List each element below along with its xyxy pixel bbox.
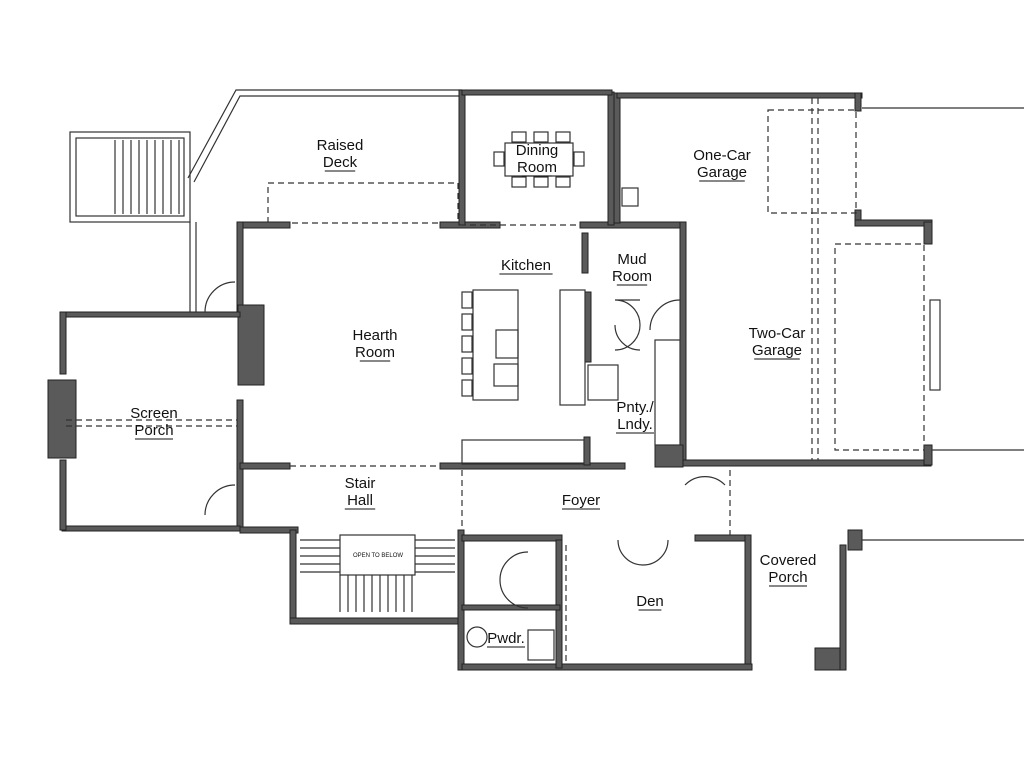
room-label-line: Dining	[516, 142, 559, 159]
room-label-line: Porch	[134, 422, 173, 439]
room-label-line: Deck	[323, 154, 358, 171]
chair	[573, 151, 585, 167]
room-label-line: Lndy.	[617, 416, 653, 433]
chair	[511, 131, 527, 143]
room-label-line: Stair	[345, 475, 376, 492]
room-label-line: Covered	[760, 552, 817, 569]
room-label-line: Two-Car	[749, 325, 806, 342]
chair	[533, 131, 549, 143]
bar-stool	[461, 335, 473, 353]
bar-stool	[461, 313, 473, 331]
room-labels: RaisedDeckDiningRoomOne-CarGarageKitchen…	[130, 137, 817, 648]
room-label-foyer: Foyer	[562, 492, 600, 510]
bar-stool	[461, 357, 473, 375]
exterior-stair	[69, 131, 197, 315]
room-label-line: Garage	[697, 164, 747, 181]
chair	[511, 176, 527, 188]
chair	[555, 176, 571, 188]
room-label-line: Screen	[130, 405, 178, 422]
chair	[493, 151, 505, 167]
room-label-pantry-laundry: Pnty./Lndy.	[616, 399, 654, 434]
room-label-line: Mud	[617, 251, 646, 268]
room-label-line: Hall	[347, 492, 373, 509]
room-label-kitchen: Kitchen	[499, 257, 553, 275]
room-label-line: Raised	[317, 137, 364, 154]
bar-stool	[461, 291, 473, 309]
room-label-line: Foyer	[562, 492, 600, 509]
room-label-line: Pnty./	[616, 399, 654, 416]
chair	[533, 176, 549, 188]
room-label-line: Pwdr.	[487, 630, 525, 647]
room-label-line: Room	[355, 344, 395, 361]
room-label-line: One-Car	[693, 147, 751, 164]
bar-stool	[461, 379, 473, 397]
room-label-line: Room	[612, 268, 652, 285]
room-label-powder-room: Pwdr.	[487, 630, 525, 648]
walls	[47, 89, 933, 671]
room-label-line: Hearth	[352, 327, 397, 344]
room-label-den: Den	[636, 593, 664, 611]
plan-details	[66, 98, 1024, 664]
open-to-below-note: OPEN TO BELOW	[353, 553, 403, 559]
chair	[555, 131, 571, 143]
room-label-line: Den	[636, 593, 664, 610]
room-label-line: Kitchen	[501, 257, 551, 274]
room-label-line: Room	[517, 159, 557, 176]
room-label-line: Garage	[752, 342, 802, 359]
room-label-line: Porch	[768, 569, 807, 586]
raised-deck-outline	[187, 89, 462, 224]
